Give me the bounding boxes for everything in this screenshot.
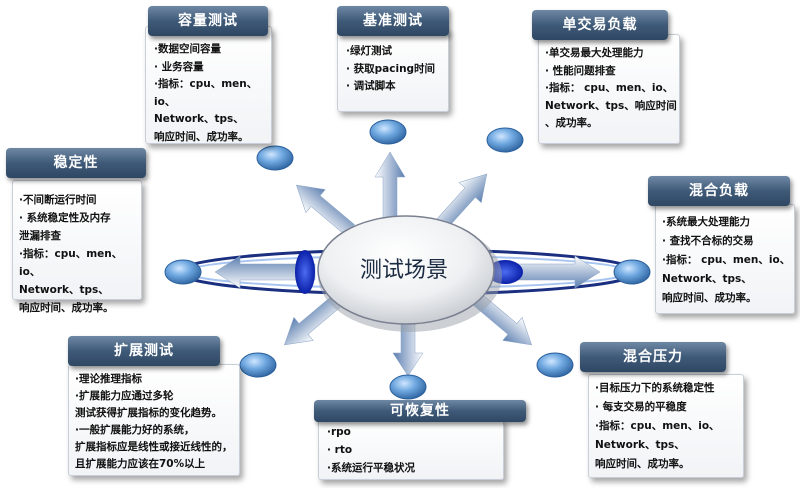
list-item: 测试获得扩展指标的变化趋势。 (75, 407, 222, 419)
list-item: 且扩展能力应该在70%以上 (75, 458, 206, 470)
baseline-title: 基准测试 (337, 6, 449, 36)
list-item: ·指标：cpu、men、io、 (19, 248, 123, 278)
bubble-mixed-pressure (536, 352, 574, 378)
arrow-up-left (296, 184, 355, 236)
bubble-stability (164, 259, 202, 285)
ring-disc-left (295, 250, 315, 294)
bubble-mixed-load (613, 259, 651, 285)
list-item: ·rpo (327, 426, 351, 438)
mixed-load-card: ·系统最大处理能力 · 查找不合标的交易 ·指标： cpu、men、io、 Ne… (655, 204, 795, 314)
list-item: · 获取pacing时间 (346, 62, 436, 75)
scaling-title: 扩展测试 (68, 336, 220, 366)
list-item: ·数据空间容量 (154, 43, 221, 55)
bubble-capacity (256, 145, 294, 171)
list-item: Network、tps、 (662, 273, 752, 285)
single-load-card: ·单交易最大处理能力 · 性能问题排查 ·指标： cpu、men、io、 Net… (538, 34, 680, 144)
list-item: ·系统最大处理能力 (662, 216, 750, 228)
center-label: 测试场景 (359, 258, 448, 283)
list-item: · 每支交易的平稳度 (595, 401, 687, 413)
arrow-up (374, 151, 406, 223)
list-item: 响应时间、成功率。 (595, 458, 690, 470)
capacity-card: ·数据空间容量 · 业务容量 ·指标：cpu、men、io、 Network、t… (145, 26, 272, 144)
bubble-single-load (486, 127, 524, 153)
list-item: ·目标压力下的系统稳定性 (595, 382, 715, 394)
bubble-recovery (389, 374, 427, 400)
stability-title: 稳定性 (6, 148, 146, 178)
recovery-title: 可恢复性 (314, 400, 526, 422)
scaling-card: ·理论推理指标 ·扩展能力应通过多轮 测试获得扩展指标的变化趋势。 ·一般扩展能… (68, 364, 240, 476)
list-item: · 调试脚本 (346, 80, 396, 92)
arrows (214, 151, 601, 377)
list-item: Network、tps、 (19, 284, 109, 296)
bubble-baseline (369, 119, 407, 145)
list-item: Network、tps、响应时间 (545, 99, 677, 112)
list-item: ·绿灯测试 (346, 45, 392, 57)
list-item: 泄漏排查 (19, 230, 61, 242)
capacity-title: 容量测试 (148, 6, 268, 36)
list-item: ·扩展能力应通过多轮 (75, 390, 174, 402)
list-item: 扩展指标应是线性或接近线性的， (75, 441, 233, 453)
capacity-items: ·数据空间容量 · 业务容量 ·指标：cpu、men、io、 Network、t… (154, 41, 271, 146)
list-item: · 业务容量 (154, 60, 204, 73)
baseline-card: ·绿灯测试 · 获取pacing时间 · 调试脚本 (337, 28, 449, 112)
single-load-title: 单交易负载 (532, 10, 668, 40)
mixed-load-title: 混合负载 (648, 176, 790, 206)
list-item: · rto (327, 444, 353, 456)
list-item: · 系统稳定性及内存 (19, 212, 111, 224)
list-item: ·指标： cpu、men、io、 (545, 82, 674, 94)
list-item: ·指标：cpu、men、io、 (154, 78, 258, 108)
bubble-scaling (239, 352, 277, 378)
list-item: ·不间断运行时间 (19, 194, 97, 206)
bubbles (164, 119, 651, 400)
mixed-pressure-items: ·目标压力下的系统稳定性 · 每支交易的平稳度 ·指标：cpu、men、io、 … (595, 379, 720, 474)
list-item: 、成功率。 (545, 117, 598, 129)
list-item: 响应时间、成功率。 (19, 302, 114, 314)
list-item: ·系统运行平稳状况 (327, 462, 415, 474)
mixed-pressure-card: ·目标压力下的系统稳定性 · 每支交易的平稳度 ·指标：cpu、men、io、 … (588, 374, 744, 478)
list-item: Network、tps、 (595, 439, 685, 451)
list-item: · 性能问题排查 (545, 64, 616, 77)
stability-items: ·不间断运行时间 · 系统稳定性及内存 泄漏排查 ·指标：cpu、men、io、… (19, 191, 141, 317)
recovery-card: ·rpo · rto ·系统运行平稳状况 (318, 418, 504, 480)
center-oval (317, 215, 495, 325)
stability-card: ·不间断运行时间 · 系统稳定性及内存 泄漏排查 ·指标：cpu、men、io、… (12, 180, 142, 314)
list-item: ·指标： cpu、men、io、 (662, 254, 791, 266)
list-item: 响应时间、成功率。 (154, 130, 249, 143)
list-item: ·理论推理指标 (75, 373, 142, 385)
single-load-items: ·单交易最大处理能力 · 性能问题排查 ·指标： cpu、men、io、 Net… (545, 45, 677, 133)
list-item: ·单交易最大处理能力 (545, 47, 644, 59)
list-item: · 查找不合标的交易 (662, 235, 754, 247)
list-item: ·一般扩展能力好的系统， (75, 424, 195, 436)
mixed-pressure-title: 混合压力 (580, 342, 726, 372)
scaling-items: ·理论推理指标 ·扩展能力应通过多轮 测试获得扩展指标的变化趋势。 ·一般扩展能… (75, 371, 233, 473)
list-item: ·指标：cpu、men、io、 (595, 420, 720, 432)
recovery-items: ·rpo · rto ·系统运行平稳状况 (327, 423, 415, 477)
list-item: Network、tps、 (154, 113, 244, 125)
mixed-load-items: ·系统最大处理能力 · 查找不合标的交易 ·指标： cpu、men、io、 Ne… (662, 213, 790, 308)
baseline-items: ·绿灯测试 · 获取pacing时间 · 调试脚本 (346, 43, 435, 96)
list-item: 响应时间、成功率。 (662, 292, 757, 304)
